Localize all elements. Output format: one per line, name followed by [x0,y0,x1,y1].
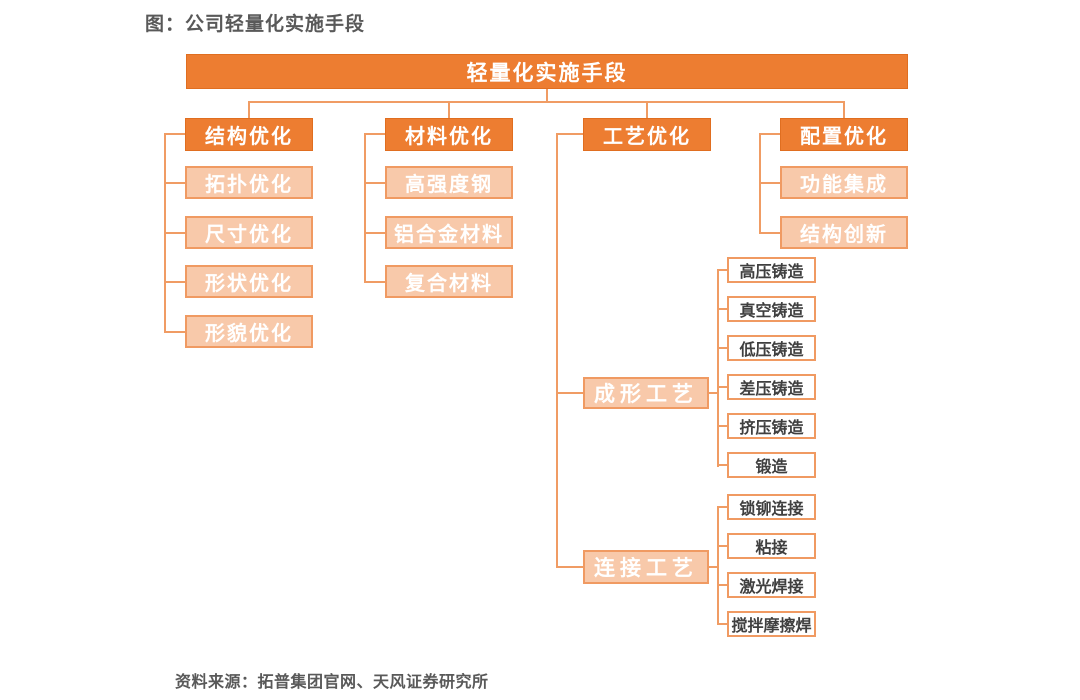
aluminum-alloy-node: 铝合金材料 [385,216,513,249]
connector-line [164,182,185,184]
topology-optimization-node: 拓扑优化 [185,166,313,199]
connector-line [556,566,583,568]
connector-line [709,566,718,568]
connector-line [719,623,727,625]
size-optimization-node: 尺寸优化 [185,216,313,249]
connector-line [546,89,548,102]
connector-line [164,331,185,333]
high-pressure-casting-node: 高压铸造 [727,257,816,283]
connector-line [719,269,727,271]
connector-line [556,133,558,568]
connector-line [717,506,719,625]
forging-node: 锻造 [727,452,816,478]
connector-line [709,392,718,394]
connector-line [646,101,648,118]
material-optimization-node: 材料优化 [385,118,513,151]
connector-line [717,269,719,467]
connector-line [843,101,845,118]
vacuum-casting-node: 真空铸造 [727,296,816,322]
connector-line [364,133,366,283]
connector-line [164,133,185,135]
connector-line [719,545,727,547]
connector-line [759,182,780,184]
connector-line [164,281,185,283]
function-integration-node: 功能集成 [780,166,908,199]
laser-welding-node: 激光焊接 [727,572,816,598]
connector-line [759,232,780,234]
connector-line [719,584,727,586]
connector-line [759,133,780,135]
root-node: 轻量化实施手段 [186,54,908,89]
connector-line [719,464,727,466]
differential-pressure-casting-node: 差压铸造 [727,374,816,400]
configuration-optimization-node: 配置优化 [780,118,908,151]
structure-optimization-node: 结构优化 [185,118,313,151]
joining-process-node: 连接工艺 [583,550,709,584]
connector-line [248,101,845,103]
shape-optimization-node: 形状优化 [185,265,313,298]
connector-line [719,386,727,388]
connector-line [164,232,185,234]
connector-line [364,182,385,184]
bonding-node: 粘接 [727,533,816,559]
connector-line [248,101,250,118]
connector-line [556,392,583,394]
connector-line [719,425,727,427]
connector-line [448,101,450,118]
friction-stir-welding-node: 搅拌摩擦焊 [727,611,816,637]
source-note: 资料来源：拓普集团官网、天风证券研究所 [175,674,489,691]
structural-innovation-node: 结构创新 [780,216,908,249]
morphology-optimization-node: 形貌优化 [185,315,313,348]
connector-line [556,133,583,135]
lock-riveting-node: 锁铆连接 [727,494,816,520]
low-pressure-casting-node: 低压铸造 [727,335,816,361]
connector-line [719,308,727,310]
connector-line [364,232,385,234]
connector-line [364,281,385,283]
squeeze-casting-node: 挤压铸造 [727,413,816,439]
forming-process-node: 成形工艺 [583,377,709,409]
process-optimization-node: 工艺优化 [583,118,711,151]
page-title: 图：公司轻量化实施手段 [145,14,366,35]
connector-line [719,347,727,349]
high-strength-steel-node: 高强度钢 [385,166,513,199]
connector-line [364,133,385,135]
composite-material-node: 复合材料 [385,265,513,298]
connector-line [719,506,727,508]
